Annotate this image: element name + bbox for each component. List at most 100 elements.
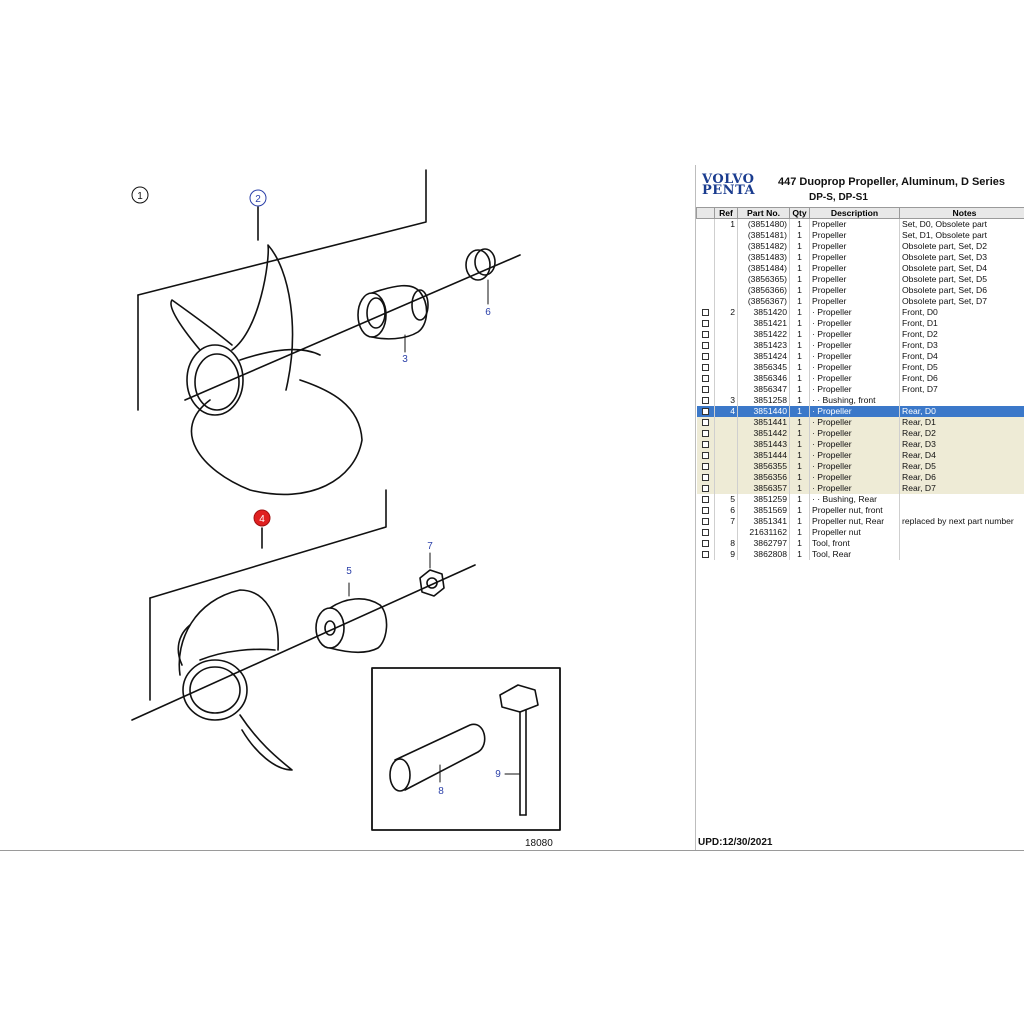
col-header-notes[interactable]: Notes bbox=[899, 207, 1024, 219]
ref-cell bbox=[714, 285, 738, 296]
volvo-penta-logo: VOLVO PENTA bbox=[702, 172, 770, 198]
row-checkbox[interactable] bbox=[701, 364, 709, 372]
row-checkbox[interactable] bbox=[701, 397, 709, 405]
row-checkbox[interactable] bbox=[701, 551, 709, 559]
row-checkbox[interactable] bbox=[701, 485, 709, 493]
description-cell: · · Bushing, front bbox=[809, 395, 900, 406]
col-header-ref[interactable]: Ref bbox=[714, 207, 738, 219]
row-checkbox[interactable] bbox=[701, 386, 709, 394]
qty-cell: 1 bbox=[789, 296, 810, 307]
notes-cell: Front, D3 bbox=[899, 340, 1024, 351]
ref-cell bbox=[714, 472, 738, 483]
description-cell: · Propeller bbox=[809, 329, 900, 340]
row-checkbox[interactable] bbox=[701, 342, 709, 350]
row-checkbox[interactable] bbox=[701, 331, 709, 339]
row-checkbox[interactable] bbox=[701, 463, 709, 471]
parts-diagram[interactable]: 1 2 3 4 5 6 7 8 9 bbox=[0, 0, 692, 855]
row-checkbox[interactable] bbox=[701, 430, 709, 438]
qty-cell: 1 bbox=[789, 549, 810, 560]
col-header-part-no[interactable]: Part No. bbox=[737, 207, 790, 219]
row-checkbox[interactable] bbox=[701, 353, 709, 361]
row-checkbox[interactable] bbox=[701, 408, 709, 416]
row-checkbox[interactable] bbox=[701, 419, 709, 427]
callout-5[interactable]: 5 bbox=[346, 566, 352, 577]
callout-9[interactable]: 9 bbox=[495, 769, 501, 780]
description-cell: Propeller bbox=[809, 252, 900, 263]
ref-cell bbox=[714, 263, 738, 274]
logo-line-1: VOLVO bbox=[702, 172, 755, 187]
part-no-cell: (3851483) bbox=[737, 252, 790, 263]
part-no-cell: 3851258 bbox=[737, 395, 790, 406]
qty-cell: 1 bbox=[789, 285, 810, 296]
row-checkbox[interactable] bbox=[701, 529, 709, 537]
row-checkbox[interactable] bbox=[701, 518, 709, 526]
ref-cell: 8 bbox=[714, 538, 738, 549]
part-no-cell: 3856356 bbox=[737, 472, 790, 483]
callout-6[interactable]: 6 bbox=[485, 307, 491, 318]
callout-4[interactable]: 4 bbox=[253, 509, 271, 527]
qty-cell: 1 bbox=[789, 241, 810, 252]
notes-cell: Obsolete part, Set, D6 bbox=[899, 285, 1024, 296]
row-checkbox[interactable] bbox=[701, 452, 709, 460]
qty-cell: 1 bbox=[789, 218, 810, 230]
notes-cell: Front, D6 bbox=[899, 373, 1024, 384]
row-checkbox[interactable] bbox=[701, 320, 709, 328]
col-header-description[interactable]: Description bbox=[809, 207, 900, 219]
logo-line-2: PENTA bbox=[702, 183, 756, 198]
ref-cell bbox=[714, 527, 738, 538]
qty-cell: 1 bbox=[789, 494, 810, 505]
row-checkbox[interactable] bbox=[701, 496, 709, 504]
callout-3[interactable]: 3 bbox=[402, 354, 408, 365]
callout-7[interactable]: 7 bbox=[427, 541, 433, 552]
qty-cell: 1 bbox=[789, 274, 810, 285]
notes-cell: Front, D1 bbox=[899, 318, 1024, 329]
row-checkbox[interactable] bbox=[701, 507, 709, 515]
description-cell: Propeller nut bbox=[809, 527, 900, 538]
row-checkbox[interactable] bbox=[701, 375, 709, 383]
row-checkbox[interactable] bbox=[701, 474, 709, 482]
notes-cell: Rear, D0 bbox=[899, 406, 1024, 417]
qty-cell: 1 bbox=[789, 329, 810, 340]
row-checkbox[interactable] bbox=[701, 441, 709, 449]
callout-2[interactable]: 2 bbox=[249, 189, 267, 207]
row-checkbox[interactable] bbox=[701, 540, 709, 548]
callout-8[interactable]: 8 bbox=[438, 786, 444, 797]
checkbox-cell bbox=[696, 318, 715, 329]
ref-cell bbox=[714, 373, 738, 384]
qty-cell: 1 bbox=[789, 406, 810, 417]
col-header-qty[interactable]: Qty bbox=[789, 207, 810, 219]
row-checkbox[interactable] bbox=[701, 309, 709, 317]
callout-1[interactable]: 1 bbox=[131, 186, 149, 204]
